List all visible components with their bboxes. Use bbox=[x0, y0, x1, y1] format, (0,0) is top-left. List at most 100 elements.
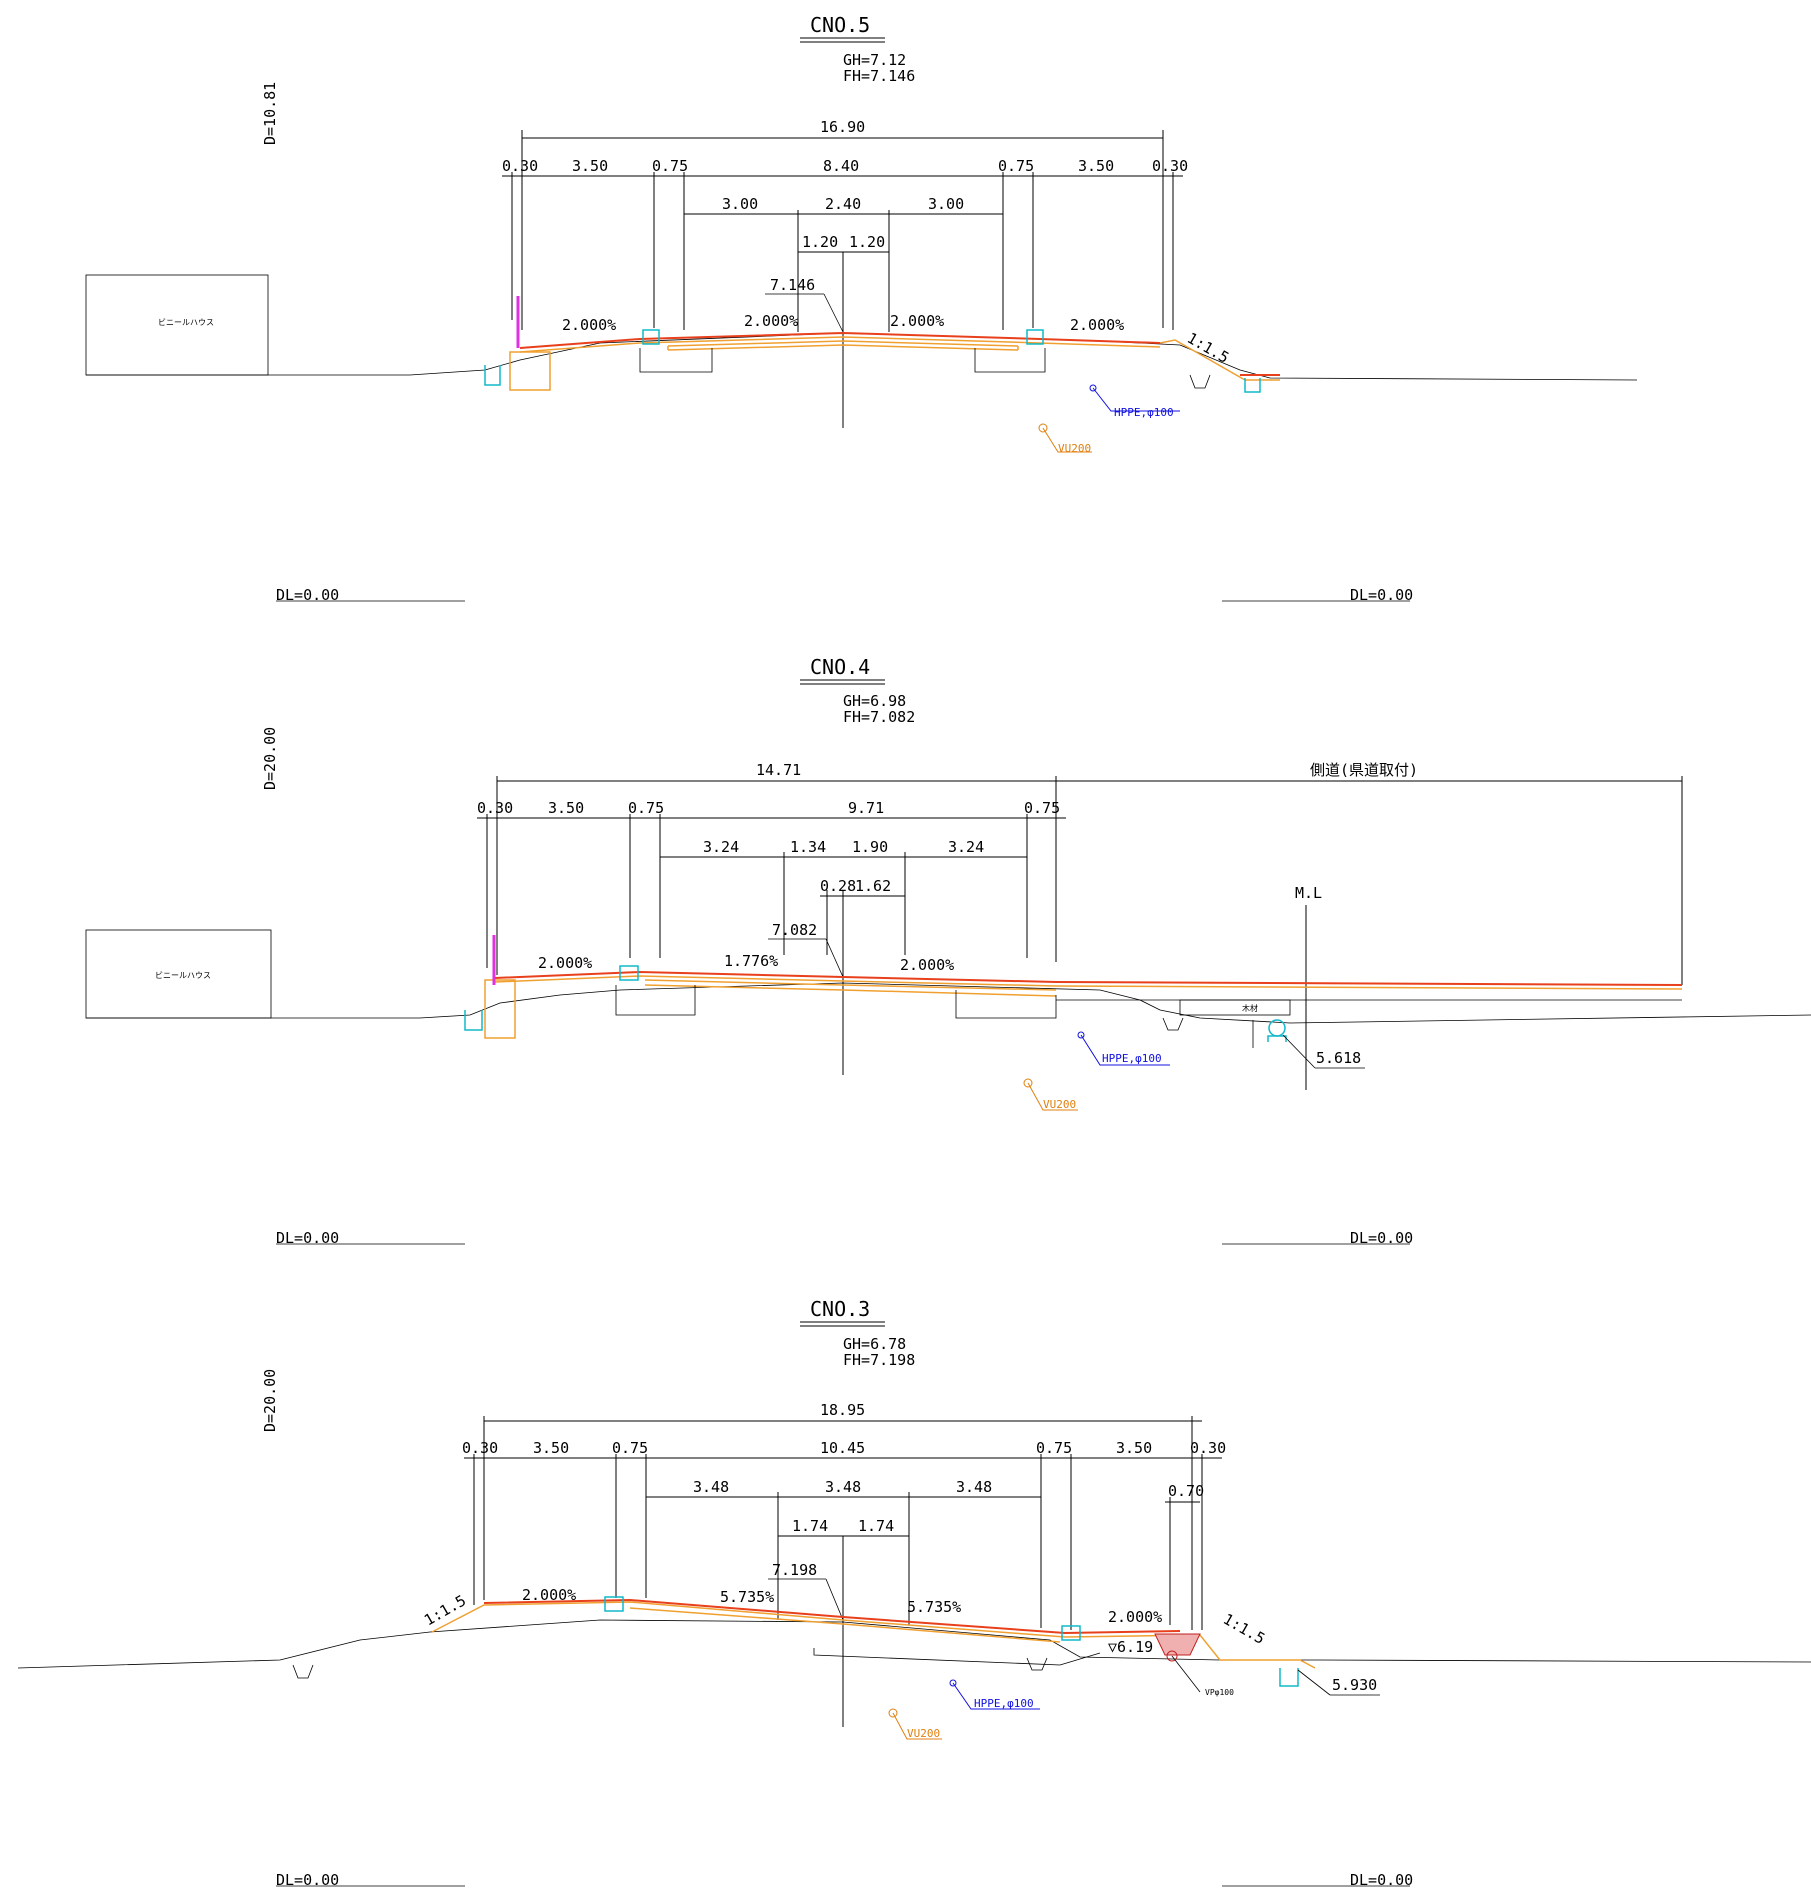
ml-elev: 5.618 bbox=[1316, 1049, 1361, 1067]
dim-r2-5: 3.50 bbox=[1078, 157, 1114, 175]
building-label: ビニールハウス bbox=[158, 318, 214, 327]
dim-total: 18.95 bbox=[820, 1401, 865, 1419]
pavement-base bbox=[494, 975, 1683, 990]
dim-r2-2: 0.75 bbox=[652, 157, 688, 175]
dim-r4-1: 1.20 bbox=[849, 233, 885, 251]
right-elev: 5.930 bbox=[1332, 1676, 1377, 1694]
dim-r2-0: 0.30 bbox=[462, 1439, 498, 1457]
dim-r4-0: 1.74 bbox=[792, 1517, 828, 1535]
dim-total: 16.90 bbox=[820, 118, 865, 136]
dim-r3-0: 3.24 bbox=[703, 838, 739, 856]
gh-label: GH=6.78 bbox=[843, 1335, 906, 1353]
slope-1: 1.776% bbox=[724, 952, 778, 970]
dim-r3-3: 3.24 bbox=[948, 838, 984, 856]
slope-1: 2.000% bbox=[744, 312, 798, 330]
fh-label: FH=7.146 bbox=[843, 67, 915, 85]
center-elev: 7.146 bbox=[770, 276, 815, 294]
dim-r2-6: 0.30 bbox=[1190, 1439, 1226, 1457]
dim-r2-0: 0.30 bbox=[477, 799, 513, 817]
center-elev: 7.082 bbox=[772, 921, 817, 939]
pavement-base bbox=[431, 1601, 1240, 1661]
dim-r2-5: 3.50 bbox=[1116, 1439, 1152, 1457]
slope-1: 5.735% bbox=[720, 1588, 774, 1606]
fh-label: FH=7.082 bbox=[843, 708, 915, 726]
slope-2: 5.735% bbox=[907, 1598, 961, 1616]
existing-ground bbox=[17, 1619, 1811, 1669]
hppe-pipe-label: HPPE,φ100 bbox=[974, 1697, 1034, 1710]
dl-right: DL=0.00 bbox=[1350, 586, 1413, 604]
dim-r2-4: 0.75 bbox=[998, 157, 1034, 175]
greenhouse bbox=[85, 274, 269, 376]
vu-pipe-label: VU200 bbox=[1043, 1098, 1076, 1111]
slope-0: 2.000% bbox=[562, 316, 616, 334]
greenhouse bbox=[85, 929, 272, 1019]
dim-r2-2: 0.75 bbox=[612, 1439, 648, 1457]
retaining-wall bbox=[509, 351, 551, 391]
timber-block bbox=[1179, 999, 1291, 1016]
d-label: D=10.81 bbox=[261, 82, 279, 145]
section-cno4: CNO.4 GH=6.98 FH=7.082 D=20.00 14.71 側道(… bbox=[85, 655, 1811, 1247]
dim-r2-4: 0.75 bbox=[1036, 1439, 1072, 1457]
drain-left bbox=[484, 365, 501, 386]
hppe-pipe-label: HPPE,φ100 bbox=[1114, 406, 1174, 419]
dim-r3-0: 3.48 bbox=[693, 1478, 729, 1496]
gh-label: GH=6.98 bbox=[843, 692, 906, 710]
dim-r3-2: 1.90 bbox=[852, 838, 888, 856]
vu-pipe-label: VU200 bbox=[907, 1727, 940, 1740]
d-label: D=20.00 bbox=[261, 727, 279, 790]
d-label: D=20.00 bbox=[261, 1369, 279, 1432]
ml-label: M.L bbox=[1295, 884, 1322, 902]
vu-pipe-label: VU200 bbox=[1058, 442, 1091, 455]
dim-r2-6: 0.30 bbox=[1152, 157, 1188, 175]
timber-label: 木材 bbox=[1242, 1003, 1258, 1013]
dim-r3-0: 3.00 bbox=[722, 195, 758, 213]
section-cno3: CNO.3 GH=6.78 FH=7.198 D=20.00 18.95 0.3… bbox=[17, 1297, 1811, 1889]
center-elev: 7.198 bbox=[772, 1561, 817, 1579]
dim-r2-4: 0.75 bbox=[1024, 799, 1060, 817]
dl-right: DL=0.00 bbox=[1350, 1229, 1413, 1247]
slope-2: 2.000% bbox=[900, 956, 954, 974]
curb-left bbox=[604, 1596, 624, 1612]
dim-r3-2: 3.48 bbox=[956, 1478, 992, 1496]
retaining-wall bbox=[484, 979, 516, 1039]
dim-r2-3: 9.71 bbox=[848, 799, 884, 817]
side-slope: 1:1.5 bbox=[1184, 329, 1232, 367]
dim-ditch: 0.70 bbox=[1168, 1482, 1204, 1500]
side-slope-left: 1:1.5 bbox=[421, 1591, 469, 1629]
pavement-surface bbox=[494, 970, 1683, 986]
fh-label: FH=7.198 bbox=[843, 1351, 915, 1369]
section-title: CNO.5 bbox=[810, 13, 870, 37]
dim-r3-2: 3.00 bbox=[928, 195, 964, 213]
dim-r4-1: 1.74 bbox=[858, 1517, 894, 1535]
pavement-surface bbox=[519, 331, 1161, 349]
dim-r2-1: 3.50 bbox=[572, 157, 608, 175]
dim-r2-1: 3.50 bbox=[533, 1439, 569, 1457]
right-slope bbox=[1159, 339, 1280, 381]
dim-r2-3: 10.45 bbox=[820, 1439, 865, 1457]
slope-3: 2.000% bbox=[1070, 316, 1124, 334]
dim-r2-0: 0.30 bbox=[502, 157, 538, 175]
dim-r4-1: 1.62 bbox=[855, 877, 891, 895]
gh-label: GH=7.12 bbox=[843, 51, 906, 69]
dim-r4-0: 0.28 bbox=[820, 877, 856, 895]
dim-r3-1: 1.34 bbox=[790, 838, 826, 856]
slope-3: 2.000% bbox=[1108, 1608, 1162, 1626]
pavement-surface bbox=[483, 1598, 1181, 1635]
dim-r4-0: 1.20 bbox=[802, 233, 838, 251]
side-slope-right: 1:1.5 bbox=[1220, 1610, 1268, 1648]
curb-right bbox=[1026, 329, 1044, 345]
slope-2: 2.000% bbox=[890, 312, 944, 330]
dim-total: 14.71 bbox=[756, 761, 801, 779]
section-title: CNO.4 bbox=[810, 655, 870, 679]
pavement-base bbox=[519, 336, 1161, 353]
section-title: CNO.3 bbox=[810, 1297, 870, 1321]
drain-right bbox=[1244, 378, 1261, 393]
dim-r2-1: 3.50 bbox=[548, 799, 584, 817]
dl-right: DL=0.00 bbox=[1350, 1871, 1413, 1889]
water-level: ▽6.19 bbox=[1108, 1638, 1153, 1656]
hppe-pipe-label: HPPE,φ100 bbox=[1102, 1052, 1162, 1065]
dl-left: DL=0.00 bbox=[276, 586, 339, 604]
curb-left bbox=[619, 965, 639, 981]
dim-r3-1: 2.40 bbox=[825, 195, 861, 213]
